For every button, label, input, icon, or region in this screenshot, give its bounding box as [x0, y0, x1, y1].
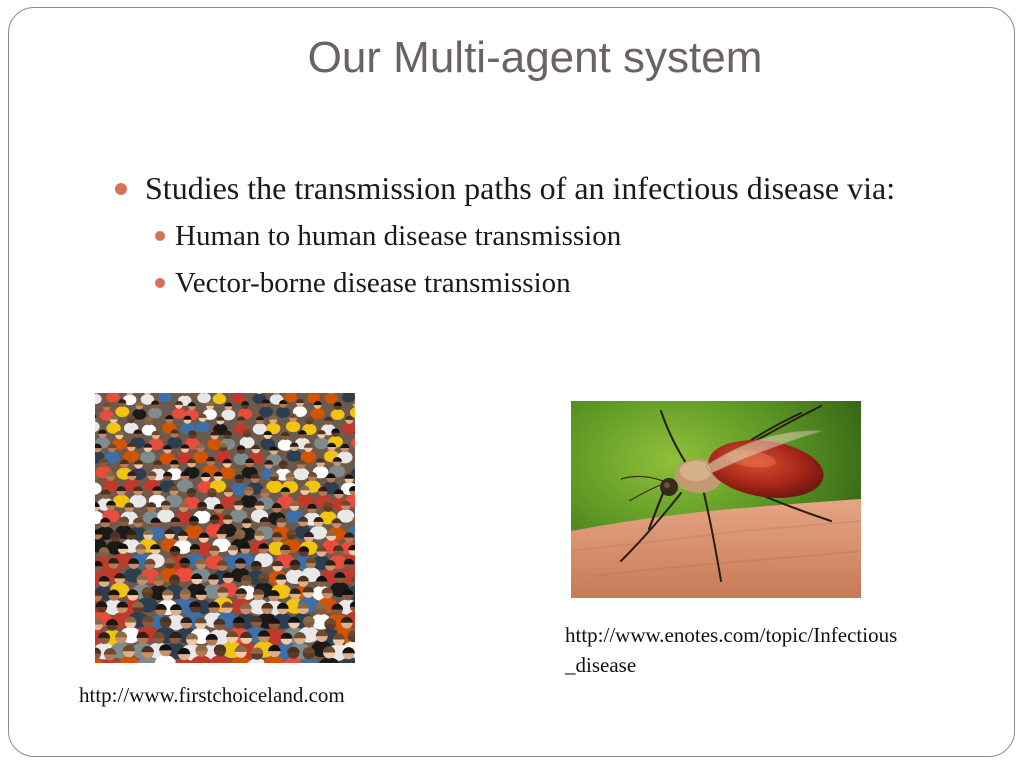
bullet-dot-icon: [115, 183, 127, 195]
crowd-illustration: [95, 393, 355, 663]
sub-bullet-human-text: Human to human disease transmission: [175, 220, 622, 252]
slide-title: Our Multi-agent system: [307, 33, 763, 82]
slide-frame: [8, 7, 1015, 757]
sub-bullet-vector: Vector-borne disease transmission: [155, 265, 965, 301]
mosquito-image-caption: http://www.enotes.com/topic/Infectious _…: [565, 623, 898, 677]
bullet-dot-icon: [155, 231, 165, 241]
bullet-list: Studies the transmission paths of an inf…: [115, 168, 965, 301]
mosquito-illustration: [571, 401, 861, 598]
crowd-image-caption: http://www.firstchoiceland.com: [79, 683, 345, 707]
bullet-dot-icon: [155, 278, 165, 288]
sub-bullet-human: Human to human disease transmission: [155, 218, 965, 254]
mosquito-image: [571, 401, 861, 598]
bullet-main: Studies the transmission paths of an inf…: [115, 168, 945, 208]
sub-bullet-vector-text: Vector-borne disease transmission: [175, 267, 571, 299]
crowd-image: [95, 393, 355, 663]
bullet-main-text: Studies the transmission paths of an inf…: [145, 170, 896, 206]
